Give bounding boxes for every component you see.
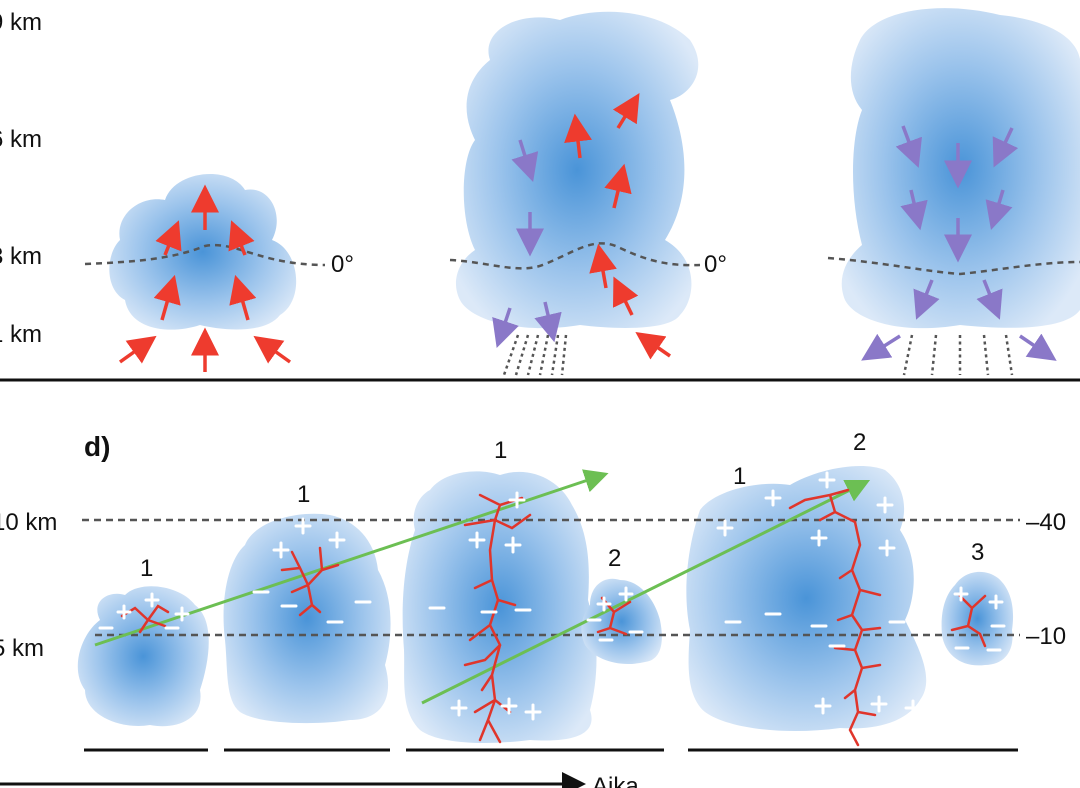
cell-label: 2 — [608, 545, 621, 572]
bottom-panel: d) 10 km 5 km –40 –10 — [0, 429, 1066, 788]
altitude-label-6km: 6 km — [0, 126, 42, 153]
precipitation-streaks — [902, 334, 1014, 376]
altitude-label-5km: 5 km — [0, 635, 44, 662]
cell-label: 1 — [297, 481, 310, 508]
updraft-arrows — [118, 184, 292, 372]
cell-label: 3 — [971, 539, 984, 566]
altitude-label-3km: 3 km — [0, 243, 42, 270]
temperature-label-minus10: –10 — [1026, 623, 1066, 650]
downdraft-arrows — [492, 139, 562, 348]
altitude-label-9km: 9 km — [0, 9, 42, 36]
altitude-label-10km: 10 km — [0, 509, 57, 536]
freezing-level-line — [827, 256, 1080, 276]
storm-cell-cloud — [77, 586, 209, 727]
top-panel: 9 km 6 km 3 km 1 km 0° 0° — [0, 8, 1080, 382]
freezing-level-label: 0° — [331, 251, 354, 278]
storm-cell-cloud — [223, 513, 391, 724]
cell-label: 1 — [733, 463, 746, 490]
cell-label: 1 — [494, 437, 507, 464]
cell-label: 2 — [853, 429, 866, 456]
cumulus-stage-cloud — [109, 173, 297, 330]
freezing-level-line — [84, 243, 326, 267]
dissipating-stage-cloud — [841, 8, 1080, 329]
positive-charges — [116, 471, 1004, 721]
temperature-label-minus40: –40 — [1026, 509, 1066, 536]
mature-stage-cloud — [455, 11, 699, 329]
panel-label: d) — [84, 431, 110, 462]
downdraft-arrows — [861, 125, 1057, 361]
time-axis-label: Aika — [592, 773, 639, 788]
updraft-arrows — [564, 93, 671, 360]
negative-charges — [98, 590, 1006, 652]
storm-cell-cloud — [402, 471, 662, 743]
precipitation-streaks — [502, 334, 568, 376]
altitude-label-1km: 1 km — [0, 321, 42, 348]
freezing-level-line — [449, 242, 701, 270]
cell-label: 1 — [140, 555, 153, 582]
freezing-level-label: 0° — [704, 251, 727, 278]
